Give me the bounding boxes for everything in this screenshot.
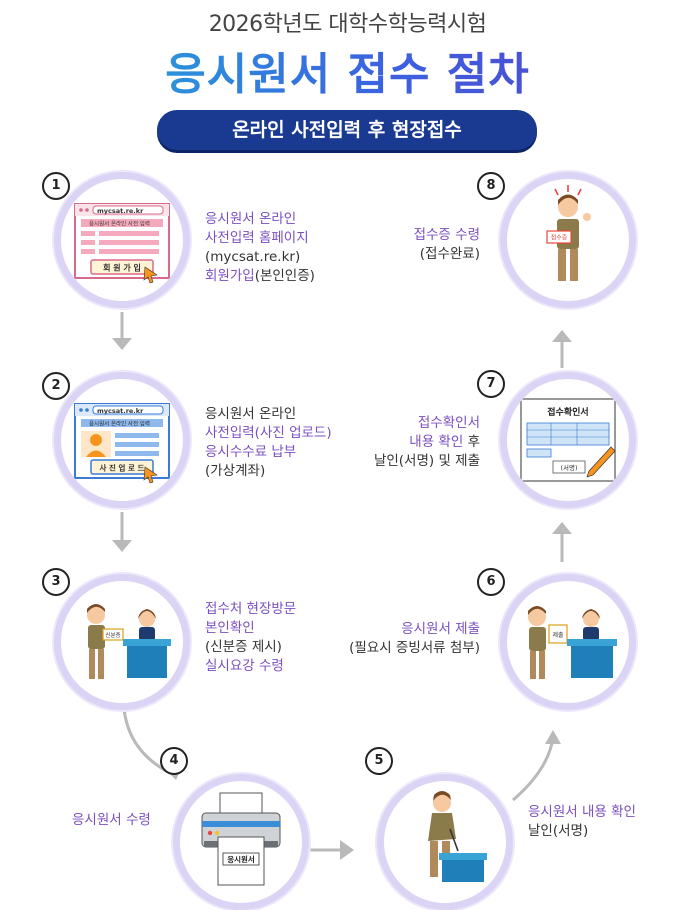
- page-subtitle: 2026학년도 대학수학능력시험: [208, 12, 487, 37]
- step-7-text: 접수확인서 내용 확인 후 날인(서명) 및 제출: [300, 414, 480, 471]
- step-2-line-2: 사전입력(사진 업로드): [205, 425, 332, 441]
- step-8-circle: 접수증: [500, 172, 636, 308]
- printer-icon: 응시원서: [201, 792, 281, 886]
- step-1-line-3: (mycsat.re.kr): [205, 249, 301, 265]
- arrowhead-1-2: [112, 338, 132, 350]
- arrowhead-5-6: [545, 730, 561, 744]
- step-5-line-2: 날인(서명): [528, 823, 589, 839]
- step-1-number: 1: [42, 172, 70, 200]
- step-4-line-1: 응시원서 수령: [72, 812, 151, 828]
- step-6-circle: 제출: [500, 574, 636, 710]
- step-5-text: 응시원서 내용 확인 날인(서명): [528, 803, 636, 841]
- website-signup-icon: mycsat.re.kr 응시원서 온라인 사전 입력 회 원 가 입: [74, 203, 170, 284]
- step-3-line-4: 실시요강 수령: [205, 658, 284, 674]
- step-7-line-2-tail: 후: [463, 434, 480, 450]
- receipt-received-icon: 접수증: [546, 185, 591, 281]
- step-3-line-1: 접수처 현장방문: [205, 601, 297, 617]
- step-1-page-head: 응시원서 온라인 사전 입력: [89, 220, 150, 228]
- submit-paper-label: 제출: [552, 631, 564, 639]
- step-4-number: 4: [160, 747, 188, 775]
- step-8-line-2: (접수완료): [419, 246, 480, 262]
- step-7-circle: 접수확인서 (서명): [500, 372, 636, 508]
- step-2-line-1: 응시원서 온라인: [205, 406, 297, 422]
- signing-icon: [428, 791, 487, 882]
- step-1-line-2: 사전입력 홈페이지: [205, 230, 309, 246]
- submission-icon: 제출: [528, 606, 617, 679]
- photo-upload-button-label: 사 진 업 로 드: [100, 463, 145, 473]
- step-2-text: 응시원서 온라인 사전입력(사진 업로드) 응시수수료 납부 (가상계좌): [205, 405, 332, 481]
- receipt-form-icon: 접수확인서 (서명): [520, 398, 616, 482]
- step-4-circle: 응시원서: [173, 774, 309, 910]
- page-title: 응시원서 접수 절차: [0, 38, 695, 102]
- signup-button-label: 회 원 가 입: [103, 263, 141, 273]
- step-3-number: 3: [42, 568, 70, 596]
- id-card-label: 신분증: [105, 631, 120, 639]
- step-7-line-1: 접수확인서: [417, 415, 480, 431]
- step-2-number: 2: [42, 372, 70, 400]
- step-1-line-4-rest: (본인인증): [254, 268, 315, 284]
- step-6-number: 6: [477, 568, 505, 596]
- step-1-circle: mycsat.re.kr 응시원서 온라인 사전 입력 회 원 가 입: [54, 172, 190, 308]
- step-7-number: 7: [477, 370, 505, 398]
- receipt-card-label: 접수증: [551, 234, 568, 242]
- step-3-text: 접수처 현장방문 본인확인 (신분증 제시) 실시요강 수령: [205, 600, 296, 676]
- step-6-line-1: 응시원서 제출: [401, 621, 480, 637]
- receipt-form-title: 접수확인서: [547, 406, 588, 418]
- step-7-line-3: 날인(서명) 및 제출: [373, 453, 480, 469]
- step-7-line-2-hl: 내용 확인: [409, 434, 464, 450]
- reception-visit-icon: 신분증: [87, 604, 171, 679]
- step-5-circle: [377, 774, 513, 910]
- step-8-number: 8: [477, 172, 505, 200]
- arrowhead-2-3: [112, 540, 132, 552]
- step-1-url: mycsat.re.kr: [97, 207, 144, 215]
- arrowhead-6-7: [552, 522, 572, 534]
- arrowhead-7-8: [552, 330, 572, 342]
- step-1-line-4-hl: 회원가입: [205, 268, 255, 284]
- step-8-line-1: 접수증 수령: [413, 227, 480, 243]
- step-3-line-2: 본인확인: [205, 620, 255, 636]
- step-6-text: 응시원서 제출 (필요시 증빙서류 첨부): [300, 620, 480, 658]
- connector-3-4: [122, 707, 169, 774]
- connector-5-6: [512, 737, 555, 802]
- step-8-text: 접수증 수령 (접수완료): [300, 226, 480, 264]
- step-5-line-1: 응시원서 내용 확인: [528, 804, 636, 820]
- subtitle-banner: 온라인 사전입력 후 현장접수: [157, 110, 537, 150]
- step-3-circle: 신분증: [54, 574, 190, 710]
- step-6-line-2: (필요시 증빙서류 첨부): [349, 640, 480, 656]
- application-paper-label: 응시원서: [227, 854, 255, 864]
- step-4-text: 응시원서 수령: [72, 811, 151, 830]
- step-5-number: 5: [365, 747, 393, 775]
- step-3-line-3: (신분증 제시): [205, 639, 282, 655]
- step-2-circle: mycsat.re.kr 응시원서 온라인 사전 입력 사 진 업 로 드: [54, 372, 190, 508]
- step-2-page-head: 응시원서 온라인 사전 입력: [89, 420, 150, 428]
- step-2-line-4: (가상계좌): [205, 463, 266, 479]
- step-2-url: mycsat.re.kr: [97, 407, 144, 415]
- signature-box-label: (서명): [560, 463, 577, 472]
- step-1-line-1: 응시원서 온라인: [205, 211, 297, 227]
- photo-upload-icon: mycsat.re.kr 응시원서 온라인 사전 입력 사 진 업 로 드: [74, 403, 170, 484]
- step-1-text: 응시원서 온라인 사전입력 홈페이지 (mycsat.re.kr) 회원가입(본…: [205, 210, 315, 286]
- step-2-line-3: 응시수수료 납부: [205, 444, 297, 460]
- arrowhead-4-5: [340, 840, 354, 860]
